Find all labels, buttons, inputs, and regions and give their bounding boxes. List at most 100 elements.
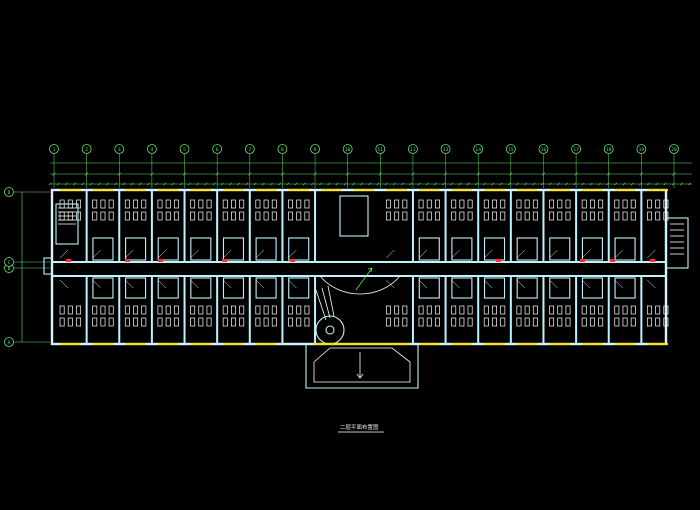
furniture-bed <box>581 211 587 221</box>
dimension-tick <box>589 182 593 186</box>
dimension-tick <box>524 182 528 186</box>
furniture-bed <box>124 211 130 221</box>
furniture-bed <box>451 305 457 315</box>
red-marker <box>125 259 130 262</box>
furniture-bed <box>231 305 236 315</box>
axis-label-7: 7 <box>248 147 251 153</box>
dimension-tick <box>286 182 290 186</box>
axis-bubble-13 <box>440 144 451 154</box>
axis-label-17: 17 <box>573 147 579 153</box>
dimension-tick <box>476 172 480 176</box>
dimension-tick <box>52 172 56 176</box>
axis-bubble-7 <box>244 144 255 154</box>
dimension-tick <box>499 182 503 186</box>
door-swing <box>614 279 623 289</box>
dimension-chain-top <box>48 162 692 186</box>
furniture-bed <box>451 317 457 327</box>
axis-label-20: 20 <box>671 147 677 153</box>
dimension-tick <box>302 182 306 186</box>
door-swing <box>59 279 69 289</box>
furniture-bed <box>124 199 130 209</box>
furniture-bed <box>190 199 196 209</box>
furniture-bed <box>467 317 473 327</box>
dimension-tick <box>280 172 285 176</box>
dimension-tick <box>343 182 347 186</box>
axis-bubble-15 <box>505 144 516 154</box>
door-swing <box>157 279 167 289</box>
axis-label-15: 15 <box>508 147 514 153</box>
furniture-bed <box>198 211 204 221</box>
axis-label-16: 16 <box>541 147 547 153</box>
furniture-bed <box>418 211 424 221</box>
furniture-bed <box>426 199 432 209</box>
furniture-bed <box>157 317 163 327</box>
dimension-tick <box>392 182 396 186</box>
dimension-tick <box>89 182 93 186</box>
furniture-bed <box>647 305 652 315</box>
furniture-bed <box>173 317 179 327</box>
dimension-tick <box>556 182 560 186</box>
furniture-bed <box>157 211 163 221</box>
furniture-bed <box>426 211 432 221</box>
furniture-bed <box>500 317 506 327</box>
door-swing <box>222 279 232 289</box>
axis-bubble-8 <box>277 144 288 154</box>
furniture-bed <box>92 317 98 327</box>
dimension-tick <box>310 182 314 186</box>
door-swing <box>125 279 134 289</box>
furniture-bed <box>630 317 636 327</box>
furniture-bed <box>492 305 497 315</box>
furniture-bed <box>524 199 530 209</box>
furniture-bed <box>459 199 465 209</box>
exterior-wall <box>50 188 668 346</box>
furniture-bed <box>500 211 506 221</box>
door-swing <box>59 249 69 259</box>
bathroom-north <box>614 237 636 261</box>
axis-label-9: 9 <box>314 147 317 153</box>
furniture-bed <box>500 199 506 209</box>
door-swing <box>92 249 101 259</box>
axis-label-1: 1 <box>53 147 56 153</box>
furniture-bed <box>500 305 506 315</box>
furniture-bed <box>565 211 571 221</box>
furniture-bed <box>598 199 604 209</box>
furniture-bed <box>59 305 65 315</box>
dimension-tick <box>294 182 298 186</box>
dimension-tick <box>319 182 323 186</box>
furniture-bed <box>647 317 652 327</box>
furniture-bed <box>663 305 669 315</box>
bathroom-south <box>190 277 212 299</box>
furniture-bed <box>614 211 620 221</box>
furniture-bed <box>206 199 212 209</box>
furniture-bed <box>598 317 604 327</box>
dimension-tick <box>384 182 388 186</box>
furniture-bed <box>402 317 408 327</box>
door-swing <box>222 249 232 259</box>
axis-label-13: 13 <box>443 147 449 153</box>
axis-bubble-11 <box>375 144 386 154</box>
furniture-bed <box>239 211 245 221</box>
furniture-bed <box>483 305 489 315</box>
axis-label-19: 19 <box>639 147 645 153</box>
dimension-tick <box>335 182 339 186</box>
furniture-bed <box>255 317 261 327</box>
furniture-bed <box>483 317 489 327</box>
red-marker <box>158 259 163 262</box>
furniture-bed <box>492 317 497 327</box>
dimension-tick <box>458 182 462 186</box>
axis-bubble-19 <box>636 144 647 154</box>
dimension-tick <box>228 182 232 186</box>
dimension-tick <box>532 182 536 186</box>
bathroom-south <box>549 277 571 299</box>
furniture-bed <box>451 199 457 209</box>
furniture-bed <box>435 305 440 315</box>
door-swing <box>647 279 656 289</box>
furniture-bed <box>622 305 628 315</box>
axis-bubble-4 <box>146 144 157 154</box>
furniture-bed <box>157 305 163 315</box>
dimension-tick <box>105 182 109 186</box>
dimension-tick <box>368 182 372 186</box>
